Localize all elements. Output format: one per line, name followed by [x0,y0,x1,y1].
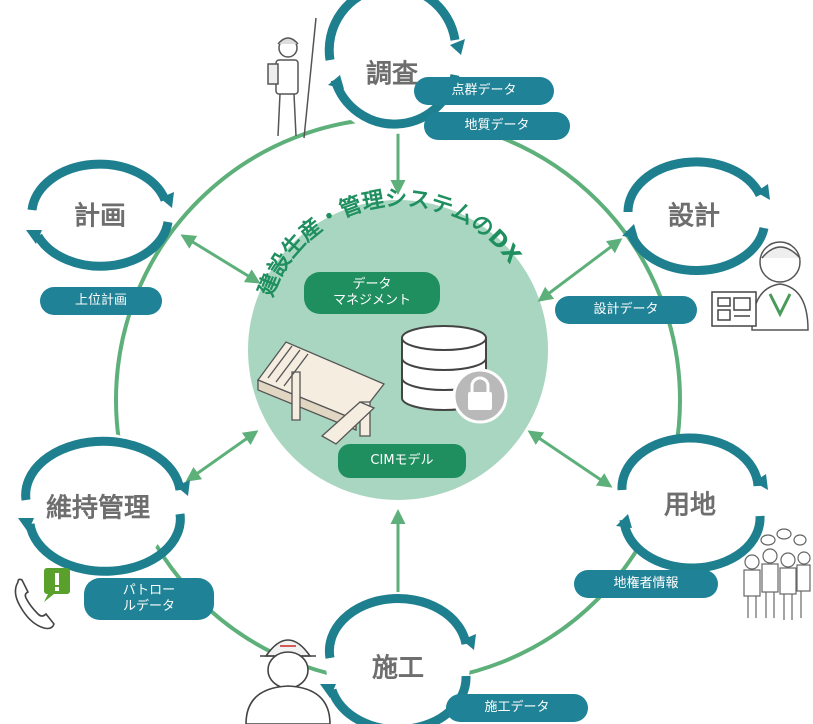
spoke-maintenance [185,430,259,482]
node-construction-label: 施工 [371,653,425,684]
pill-cim-model: CIMモデル [338,444,466,478]
surveyor-icon [267,17,317,139]
pill-geology: 地質データ [424,112,570,140]
spoke-design [537,238,623,302]
designer-icon [751,241,809,331]
bridge-model-icon [256,341,386,445]
node-survey-label: 調査 [365,59,419,90]
pill-design-data: 設計データ [555,296,697,324]
node-design-label: 設計 [667,201,721,232]
data-management-line2: マネジメント [332,293,411,308]
node-planning-label: 計画 [73,201,127,232]
survey-cycle-arrow-top [324,0,460,61]
pill-upper-plan: 上位計画 [40,287,162,315]
pill-patrol-data: パトロールデータ [84,578,214,620]
people-group-icon [743,528,811,620]
pill-patrol-line1: パトロー [122,582,176,598]
phone-alert-icon [14,568,70,630]
spoke-planning [180,234,261,284]
worker-icon [245,639,331,724]
pill-construction-data: 施工データ [446,694,588,722]
data-management-line1: データ [352,276,392,292]
pill-data-management: データマネジメント [304,272,440,314]
pill-patrol-line2: ルデータ [122,599,175,614]
node-land-label: 用地 [663,490,717,521]
database-lock-icon [401,325,508,424]
spoke-land [527,430,613,488]
node-maintenance-label: 維持管理 [45,493,151,524]
pill-point-cloud: 点群データ [414,77,554,105]
blueprint-icon [711,291,757,327]
pill-land-rights: 地権者情報 [574,570,718,598]
